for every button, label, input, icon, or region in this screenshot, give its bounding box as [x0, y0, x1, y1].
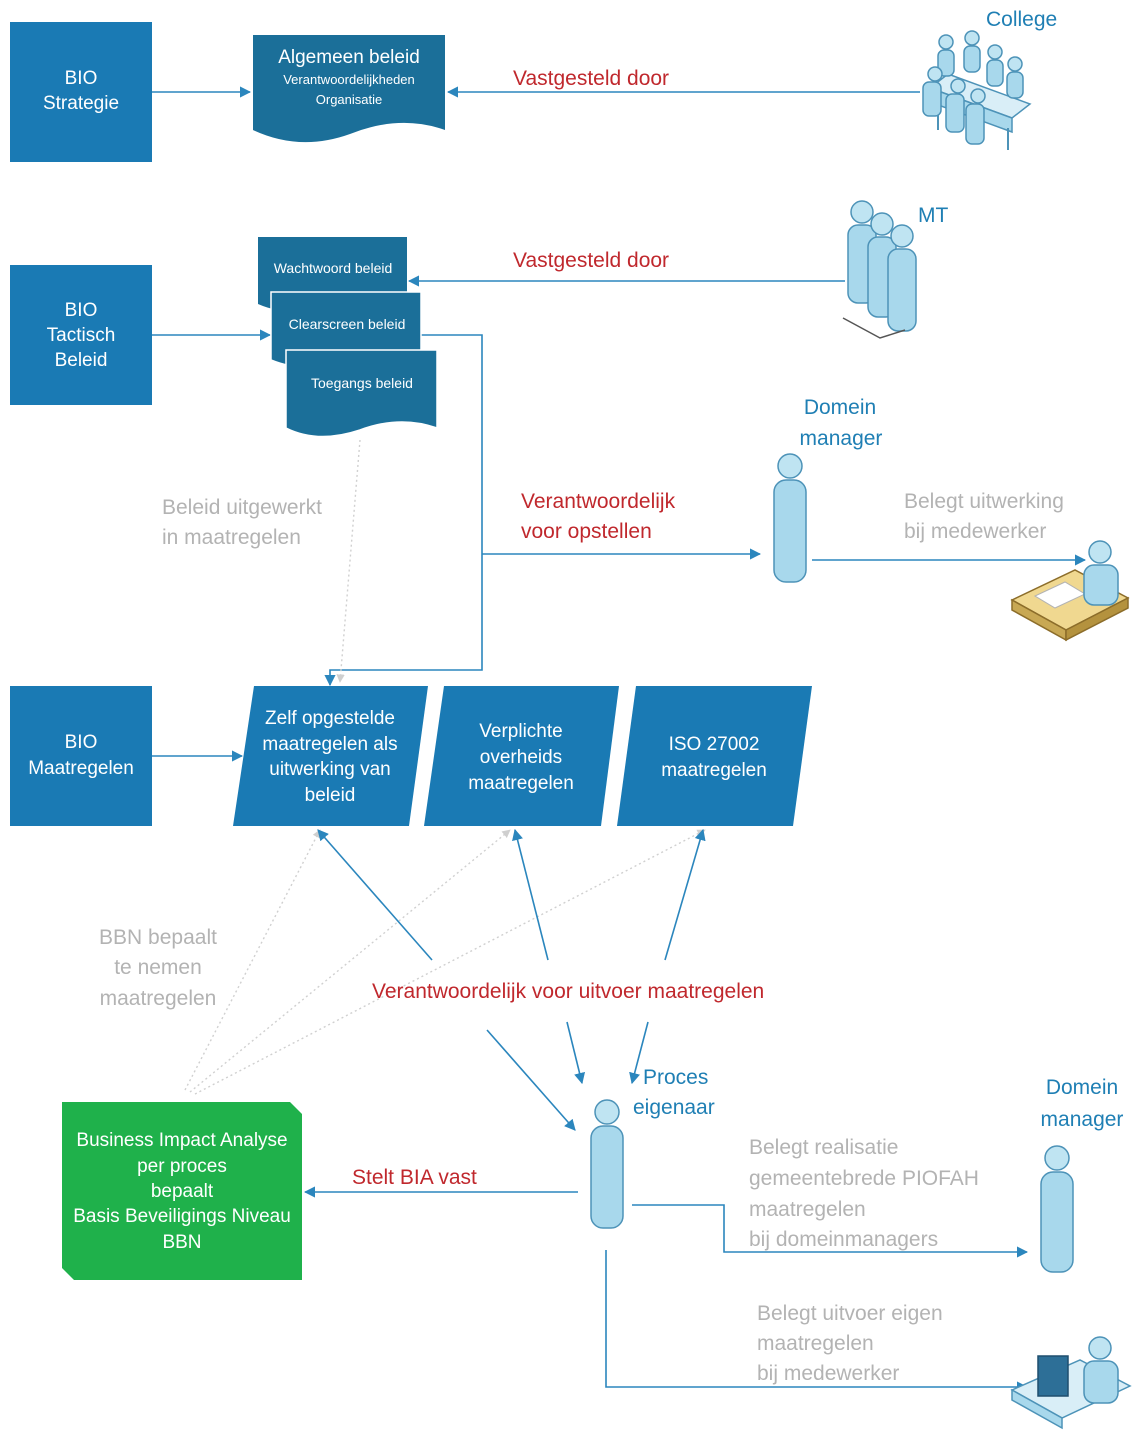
mt-label: MT: [918, 204, 948, 227]
belegt-uitvoer-label: Belegt uitvoer eigen: [757, 1302, 943, 1325]
measure-verplichte-overheids: Verplichte overheids maatregelen: [424, 686, 619, 826]
proces-eigenaar-label: Proces: [643, 1066, 708, 1089]
bia-line: Business Impact Analyse: [76, 1130, 287, 1151]
measure-line: beleid: [305, 785, 356, 806]
proces-eigenaar-label: eigenaar: [633, 1096, 715, 1119]
beleid-uitgewerkt-label: in maatregelen: [162, 526, 301, 549]
box-line: Maatregelen: [28, 758, 134, 779]
measure-line: maatregelen: [661, 760, 767, 781]
measure-line: uitwerking van: [269, 759, 390, 780]
bia-line: Basis Beveiligings Niveau: [73, 1206, 291, 1227]
vastgesteld-mt-label: Vastgesteld door: [513, 249, 669, 272]
bbn-bepaalt-label: te nemen: [114, 956, 202, 979]
measure-iso-27002: ISO 27002 maatregelen: [617, 686, 812, 826]
doc-title: Toegangs beleid: [311, 375, 413, 391]
measure-line: ISO 27002: [669, 734, 760, 755]
domein-manager-top-label: manager: [800, 427, 883, 450]
bbn-bepaalt-label: maatregelen: [100, 987, 217, 1010]
measure-zelf-opgestelde: Zelf opgestelde maatregelen als uitwerki…: [233, 686, 428, 826]
bio-maatregelen-box: BIO Maatregelen: [10, 686, 152, 826]
doc-title: Algemeen beleid: [278, 47, 420, 68]
bio-strategie-box: BIO Strategie: [10, 22, 152, 162]
belegt-realisatie-label: gemeentebrede PIOFAH: [749, 1167, 979, 1190]
arrow-uitvoer-to-verplicht: [512, 828, 549, 961]
belegt-uitwerking-label: bij medewerker: [904, 520, 1046, 543]
verantwoordelijk-opstellen-label: voor opstellen: [521, 520, 652, 543]
box-line: BIO: [65, 732, 98, 753]
bbn-bepaalt-label: BBN bepaalt: [99, 926, 217, 949]
college-meeting-icon: [922, 30, 1032, 150]
proces-eigenaar-icon: [590, 1099, 624, 1229]
doc-toegangs-beleid: Toegangs beleid: [285, 349, 438, 438]
college-label: College: [986, 8, 1057, 31]
belegt-uitvoer-label: bij medewerker: [757, 1362, 899, 1385]
dotted-bbn-to-zelf: [184, 829, 321, 1091]
verantwoordelijk-opstellen-label: Verantwoordelijk: [521, 490, 676, 513]
stelt-bia-label: Stelt BIA vast: [352, 1166, 477, 1189]
belegt-uitvoer-label: maatregelen: [757, 1332, 874, 1355]
bia-line: per proces: [137, 1156, 227, 1177]
doc-algemeen-beleid: Algemeen beleid Verantwoordelijkheden Or…: [253, 35, 445, 143]
dotted-bbn-to-verplicht: [189, 829, 511, 1093]
doc-title: Wachtwoord beleid: [274, 260, 393, 276]
arrow-uitvoer-to-zelf: [317, 829, 433, 961]
belegt-realisatie-label: bij domeinmanagers: [749, 1228, 938, 1251]
dotted-bbn-to-iso: [194, 829, 706, 1095]
domein-manager-bottom-label: manager: [1041, 1108, 1124, 1131]
dotted-beleid-uitgewerkt: [336, 439, 361, 683]
box-line: Tactisch: [47, 325, 116, 346]
belegt-realisatie-label: Belegt realisatie: [749, 1136, 898, 1159]
arrow-uitvoer-to-proces-3: [629, 1021, 649, 1085]
box-line: BIO: [65, 68, 98, 89]
arrow-proces-to-medewerker-bottom: [605, 1250, 1029, 1393]
arrow-uitvoer-to-proces-2: [566, 1021, 586, 1085]
bia-line: bepaalt: [151, 1181, 214, 1202]
doc-title: Clearscreen beleid: [289, 316, 406, 332]
measure-line: maatregelen als: [262, 734, 397, 755]
box-line: BIO: [65, 300, 98, 321]
measure-line: maatregelen: [468, 773, 574, 794]
bia-line: BBN: [162, 1232, 201, 1253]
measure-line: Zelf opgestelde: [265, 708, 395, 729]
belegt-realisatie-label: maatregelen: [749, 1198, 866, 1221]
bio-tactisch-box: BIO Tactisch Beleid: [10, 265, 152, 405]
doc-line: Organisatie: [316, 92, 382, 107]
verantwoordelijk-uitvoer-label: Verantwoordelijk voor uitvoer maatregele…: [372, 980, 764, 1003]
doc-clearscreen-beleid: Clearscreen beleid: [270, 291, 422, 369]
box-line: Strategie: [43, 93, 119, 114]
arrow-uitvoer-to-iso: [664, 828, 706, 961]
connector-docs-to-zelf: [324, 334, 483, 687]
domein-manager-top-label: Domein: [804, 396, 876, 419]
domein-manager-bottom-label: Domein: [1046, 1076, 1118, 1099]
measure-line: Verplichte: [479, 721, 562, 742]
beleid-uitgewerkt-label: Beleid uitgewerkt: [162, 496, 322, 519]
bia-box: Business Impact Analyse per proces bepaa…: [62, 1102, 302, 1280]
belegt-uitwerking-label: Belegt uitwerking: [904, 490, 1064, 513]
domein-manager-top-icon: [773, 453, 807, 583]
box-line: Beleid: [55, 350, 108, 371]
mt-group-icon: [842, 200, 917, 339]
connectors: [152, 86, 1087, 1393]
doc-line: Verantwoordelijkheden: [283, 72, 415, 87]
arrow-uitvoer-to-proces-1: [486, 1029, 576, 1131]
medewerker-desk-icon: [1010, 540, 1130, 642]
domein-manager-bottom-icon: [1040, 1145, 1074, 1273]
medewerker-computer-icon: [1010, 1336, 1132, 1430]
measure-line: overheids: [480, 747, 562, 768]
arrow-proces-to-domein-manager-bottom: [632, 1204, 1029, 1258]
vastgesteld-college-label: Vastgesteld door: [513, 67, 669, 90]
